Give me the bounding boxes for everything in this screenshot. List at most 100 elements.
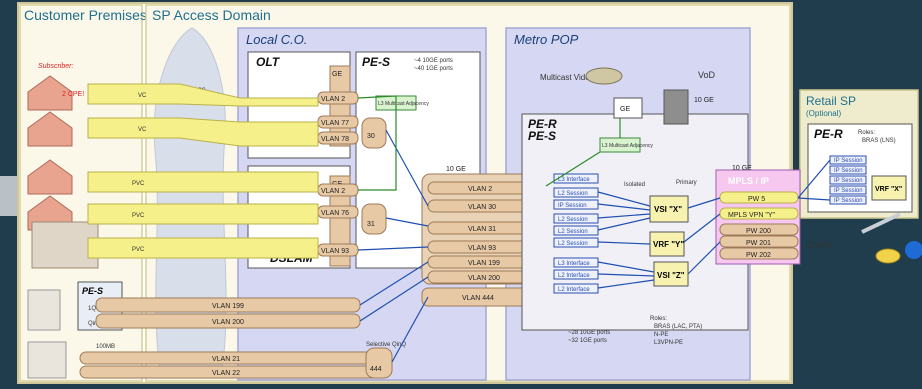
biz-port-qinq: QinQ [88, 321, 102, 327]
metro-per-title: PE-R [528, 117, 557, 131]
pw-1: MPLS VPN "Y" [728, 212, 775, 219]
retail-per-title: PE-R [814, 127, 843, 141]
core-vlan-2: VLAN 31 [468, 226, 496, 233]
pe-s-ports-2: ~40 1GE ports [414, 66, 453, 72]
metro-ge-box [613, 97, 643, 119]
core-vlan-3: VLAN 93 [468, 245, 496, 252]
retail-roles-title: Roles: [858, 130, 875, 136]
pipe-label-4: PVC [132, 247, 145, 253]
business-pipes [79, 297, 387, 379]
biz-port-1q: 1Q [88, 306, 96, 312]
mpls-10ge-label: 10 GE [732, 165, 752, 172]
metro-ports-2: ~32 1GE ports [568, 338, 607, 344]
dslam-vlan-2: VLAN 93 [321, 248, 349, 255]
olt-title: OLT [256, 55, 281, 69]
pipe-label-2: PVC [132, 181, 145, 187]
biz-selective-label: Selective QinQ [366, 342, 406, 348]
access-pipes [87, 83, 319, 259]
sp-access-title: SP Access Domain [152, 7, 271, 23]
session-8: L2 Interface [558, 287, 590, 293]
globe-icon [905, 241, 922, 259]
primary-label: Primary [676, 180, 697, 186]
green-links [357, 95, 621, 191]
core-vlan-4: VLAN 199 [468, 260, 500, 267]
retail-ip-session-0: IP Session [834, 158, 863, 164]
vod-server-icon [663, 89, 689, 125]
olt-vlans: VLAN 2 VLAN 77 VLAN 78 [317, 91, 359, 145]
vrf-y-label: VRF "Y" [653, 240, 684, 249]
session-3: L2 Session [558, 217, 588, 223]
biz-100mb-label: 100MB [96, 344, 115, 350]
olt-ge-label: GE [332, 71, 342, 78]
dslam-vlan-0: VLAN 2 [321, 188, 345, 195]
biz-qinq-value: 444 [370, 366, 382, 373]
pe-s-ports-1: ~4 10GE ports [414, 58, 453, 64]
houses [27, 75, 99, 379]
vod-label: VoD [698, 70, 716, 80]
olt-vlan-1: VLAN 77 [321, 120, 349, 127]
isolated-label: Isolated [624, 182, 645, 188]
pw-4: PW 202 [746, 252, 771, 259]
metro-l3-mcast-label: L3 Multicast Adjacency [602, 143, 653, 149]
multicast-label: Multicast Video [540, 73, 595, 82]
pw-2: PW 200 [746, 228, 771, 235]
metro-roles-title: Roles: [650, 316, 667, 322]
satellite-dish-icon [585, 67, 623, 85]
olt-vlan-2: VLAN 78 [321, 136, 349, 143]
sessions [553, 173, 599, 294]
subscriber-label: Subscriber: [38, 63, 73, 70]
vsi-x-label: VSI "X" [654, 205, 682, 214]
link-arrow-icon [861, 212, 901, 234]
phone-icon [875, 248, 901, 264]
biz-qinq-node [365, 347, 393, 379]
metro-pes-title: PE-S [528, 129, 556, 143]
session-5: L2 Session [558, 241, 588, 247]
biz-vlan-22: VLAN 22 [212, 370, 240, 377]
metro-role-2: L3VPN-PE [654, 340, 683, 346]
session-7: L2 Interface [558, 273, 590, 279]
pw-3: PW 201 [746, 240, 771, 247]
retail-ip-session-2: IP Session [834, 178, 863, 184]
biz-pe-s-title: PE-S [82, 286, 103, 296]
biz-vlan-200: VLAN 200 [212, 319, 244, 326]
retail-sp-title: Retail SP [806, 94, 856, 108]
mpls-ip-label: MPLS / IP [728, 176, 769, 186]
session-4: L2 Session [558, 229, 588, 235]
metro-ge-label: GE [620, 106, 630, 113]
retail-ip-sessions [829, 155, 867, 205]
retail-ip-session-4: IP Session [834, 198, 863, 204]
retail-vrf-x-label: VRF "X" [875, 186, 902, 193]
dslam-vlans: VLAN 2 VLAN 76 VLAN 93 [317, 183, 359, 257]
two-cpe-label: 2 CPE! [62, 91, 84, 98]
session-6: L3 Interface [558, 261, 590, 267]
l2vpn-label: L2VPN [806, 241, 832, 250]
core-tenge-label: 10 GE [446, 166, 466, 173]
metro-ports-1: ~28 10GE ports [568, 330, 610, 336]
metro-10ge-label: 10 GE [694, 97, 714, 104]
retail-role-0: BRAS (LNS) [862, 138, 896, 144]
vsi-z-label: VSI "Z" [657, 271, 685, 280]
session-1: L2 Session [558, 191, 588, 197]
core-vlan-0: VLAN 2 [468, 186, 492, 193]
customer-premises-title: Customer Premises [24, 7, 147, 23]
pseudowires [719, 191, 799, 260]
retail-vrf-x-box [871, 175, 907, 201]
metro-pop-title: Metro POP [514, 32, 579, 47]
retail-ip-session-1: IP Session [834, 168, 863, 174]
olt-vlan-0: VLAN 2 [321, 96, 345, 103]
core-vlan-5: VLAN 200 [468, 275, 500, 282]
olt-qinq-node [361, 117, 387, 149]
co-l3-mcast-label: L3 Multicast Adjacency [378, 101, 429, 107]
session-0: L3 Interface [558, 177, 590, 183]
vsi-z-box [653, 261, 689, 287]
core-vlan-6: VLAN 444 [462, 295, 494, 302]
vsi-x-box [649, 195, 689, 223]
pipe-label-1: VC [138, 127, 147, 133]
retail-sp-optional: (Optional) [806, 109, 841, 118]
metro-role-1: N-PE [654, 332, 668, 338]
local-co-title: Local C.O. [246, 32, 307, 47]
pe-s-title: PE-S [362, 55, 390, 69]
pw-0: PW 5 [748, 196, 765, 203]
biz-vlan-199: VLAN 199 [212, 303, 244, 310]
